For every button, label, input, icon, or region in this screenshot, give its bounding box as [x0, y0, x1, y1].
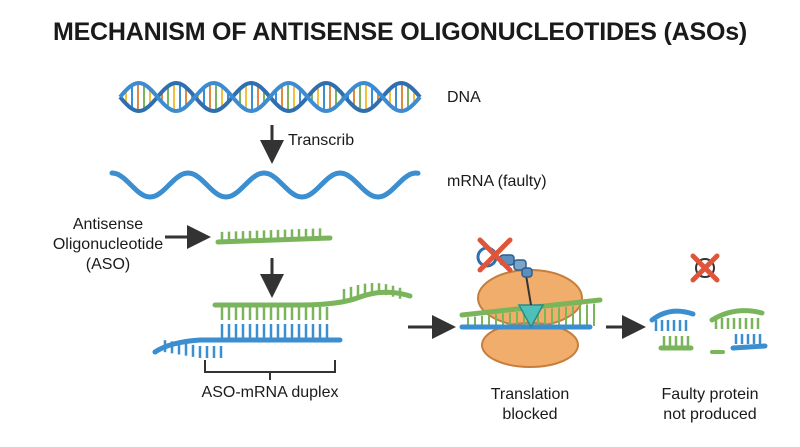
degraded-fragments	[649, 308, 768, 354]
outcome-label-line1: Faulty protein	[661, 386, 759, 403]
mrna-label: mRNA (faulty)	[447, 173, 547, 190]
aso-label-line3: (ASO)	[85, 256, 131, 273]
mrna-strand	[109, 170, 421, 200]
aso-label-line1: Antisense	[72, 216, 144, 233]
translation-label-line2: blocked	[502, 406, 558, 423]
duplex-label: ASO-mRNA duplex	[201, 384, 339, 401]
dna-label: DNA	[447, 89, 481, 106]
outcome-label-line2: not produced	[663, 406, 757, 423]
transcription-label: Transcrib	[288, 132, 355, 149]
translation-label-line1: Translation	[490, 386, 570, 403]
aso-mrna-duplex	[152, 283, 413, 358]
aso-strand	[215, 228, 333, 245]
aso-label-line2: Oligonucleotide	[52, 236, 164, 253]
dna-helix	[118, 80, 422, 114]
recycle-cross-icon	[690, 253, 720, 283]
duplex-bracket	[204, 360, 336, 380]
blocked-ribosome	[459, 246, 603, 368]
translation-cross-icon	[477, 237, 513, 273]
page-title: MECHANISM OF ANTISENSE OLIGONUCLEOTIDES …	[52, 18, 748, 46]
